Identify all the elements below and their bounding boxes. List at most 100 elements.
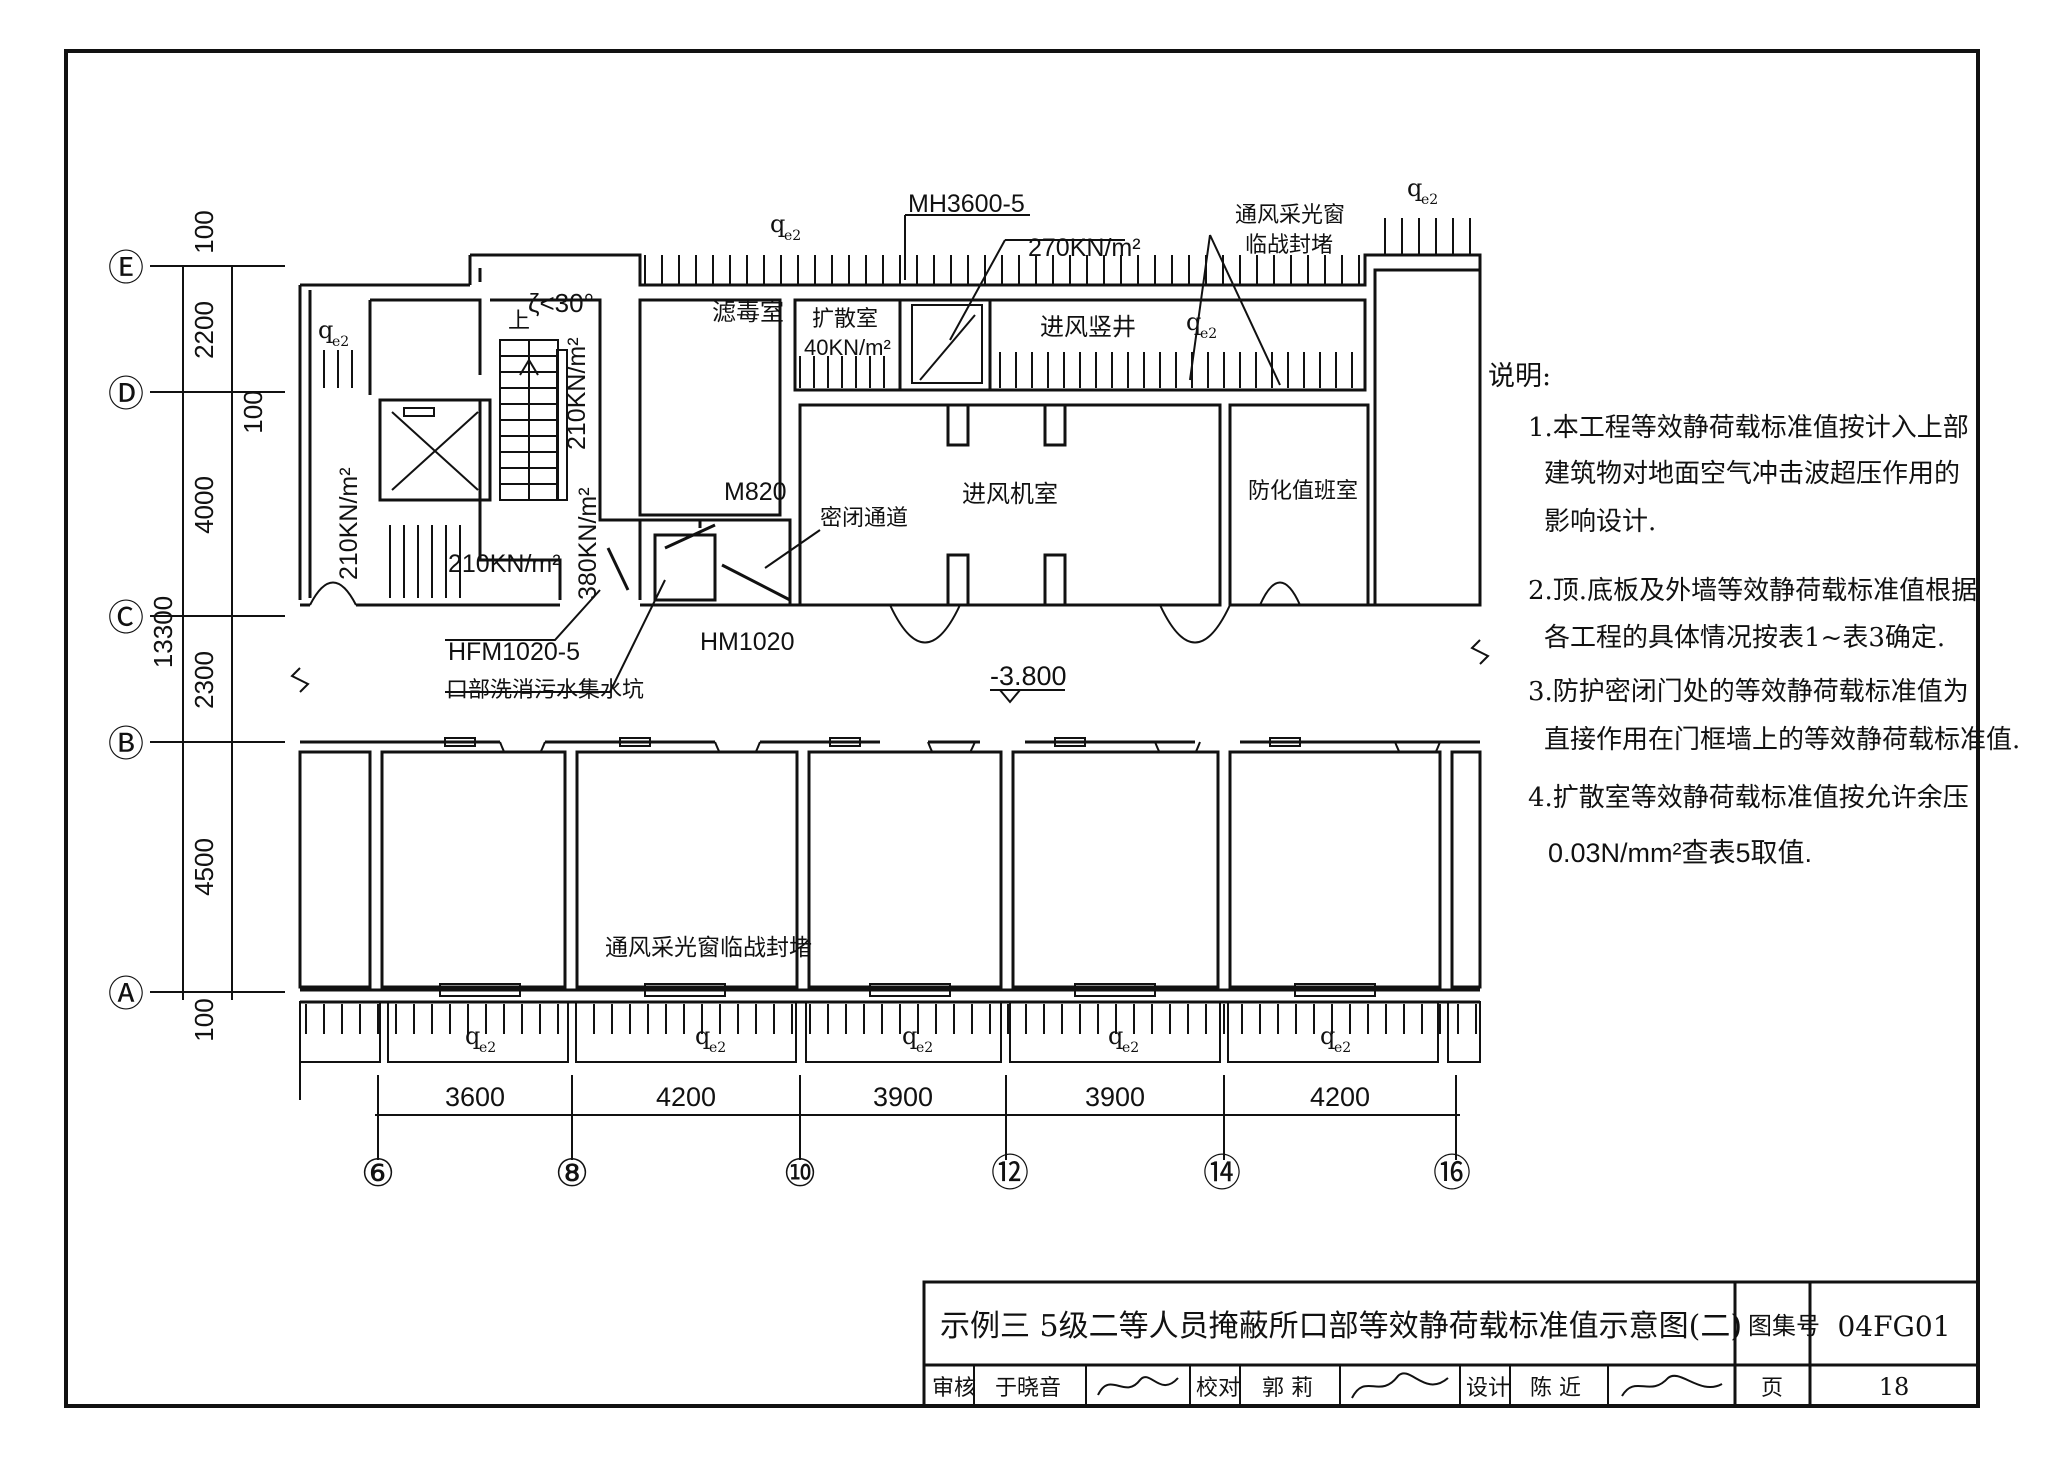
leader-hfm xyxy=(445,589,601,641)
load-symbol-top-1: q e2 xyxy=(770,210,801,244)
load-arrows-misc xyxy=(309,350,461,598)
leader-vent-window xyxy=(1189,234,1281,386)
designer-signature xyxy=(1621,1374,1723,1397)
stair-handrail xyxy=(556,349,568,501)
load-arrows-bottom xyxy=(305,1004,1477,1034)
atlas-number: 04FG01 xyxy=(1837,1310,1950,1343)
load-arrows-shaft xyxy=(799,352,1353,388)
upper-wall-inner xyxy=(308,268,482,598)
leader-airlock xyxy=(764,529,821,569)
filter-room-walls xyxy=(638,298,782,517)
lower-room-0 xyxy=(298,750,372,989)
mh-door-swing xyxy=(919,314,976,381)
intake-room-walls xyxy=(798,403,1222,607)
axis-bubble-E: Ⓔ xyxy=(108,247,144,288)
svg-text:e2: e2 xyxy=(916,1040,933,1056)
intake-column-4 xyxy=(1043,553,1067,607)
axis-bubble-C: Ⓒ xyxy=(108,597,144,638)
svg-text:e2: e2 xyxy=(784,228,801,244)
svg-text:e2: e2 xyxy=(1421,192,1438,208)
note-line-2: 建筑物对地面空气冲击波超压作用的 xyxy=(1544,459,1960,489)
svg-text:q: q xyxy=(695,1022,710,1050)
dim-4500: 4500 xyxy=(189,838,219,896)
axis-bubble-8: ⑧ xyxy=(555,1153,589,1195)
check-label: 校对 xyxy=(1196,1376,1240,1401)
dim-3600: 3600 xyxy=(445,1082,505,1112)
intake-column-3 xyxy=(946,553,970,607)
label-load-380: 380KN/m² xyxy=(574,487,602,600)
label-up: 上 xyxy=(508,309,530,334)
break-line-left xyxy=(290,667,310,693)
lower-room-6 xyxy=(1450,750,1482,989)
label-elevation: -3.800 xyxy=(990,661,1067,691)
note-line-7: 直接作用在门框墙上的等效静荷载标准值. xyxy=(1544,725,2020,755)
title-block: 示例三 5级二等人员掩蔽所口部等效静荷载标准值示意图(二) 图集号 04FG01… xyxy=(922,1280,1980,1408)
label-vent-window-1: 通风采光窗 xyxy=(1235,203,1345,228)
load-symbol-shaft: q e2 xyxy=(1186,308,1217,342)
dim-100-top: 100 xyxy=(189,210,219,253)
svg-text:q: q xyxy=(1108,1022,1123,1050)
axis-bubble-12: ⑫ xyxy=(991,1153,1029,1195)
window-marks-a xyxy=(439,983,1376,997)
label-filter-room: 滤毒室 xyxy=(712,298,784,326)
note-line-6: 3.防护密闭门处的等效静荷载标准值为 xyxy=(1528,677,1969,707)
door-arc-c3 xyxy=(1159,604,1231,644)
note-line-5: 各工程的具体情况按表1~表3确定. xyxy=(1544,623,1945,653)
note-line-1: 1.本工程等效静荷载标准值按计入上部 xyxy=(1528,413,1969,443)
axis-bubble-14: ⑭ xyxy=(1203,1153,1241,1195)
dim-13300: 13300 xyxy=(148,596,178,668)
axis-bubble-10: ⑩ xyxy=(783,1153,817,1195)
note-line-3: 影响设计. xyxy=(1544,507,1656,537)
bottom-dim-ticks xyxy=(377,1075,1457,1160)
title-block-frame xyxy=(922,1280,1980,1408)
load-symbol-top-2: q e2 xyxy=(1407,174,1438,208)
door-arc-c2 xyxy=(889,604,961,644)
label-intake-room: 进风机室 xyxy=(962,480,1058,508)
svg-text:e2: e2 xyxy=(709,1040,726,1056)
label-door-hfm: HFM1020-5 xyxy=(448,638,580,666)
lower-room-1 xyxy=(380,750,567,989)
stair-right-wall xyxy=(490,298,642,600)
hm-door-leaf-a xyxy=(664,523,716,550)
label-airlock: 密闭通道 xyxy=(820,506,908,531)
leader-270 xyxy=(949,239,1125,341)
design-label: 设计 xyxy=(1466,1376,1510,1401)
label-load-210-c: 210KN/m² xyxy=(448,550,561,578)
label-vent-window-2: 临战封堵 xyxy=(1245,233,1333,258)
sump-box xyxy=(653,533,717,602)
dim-4200-a: 4200 xyxy=(656,1082,716,1112)
svg-text:e2: e2 xyxy=(479,1040,496,1056)
door-arc-c4 xyxy=(1259,581,1301,606)
svg-text:q: q xyxy=(465,1022,480,1050)
svg-text:q: q xyxy=(1320,1022,1335,1050)
axis-bubble-A: Ⓐ xyxy=(108,973,144,1014)
stair-walls xyxy=(368,298,562,600)
load-symbol-bottom-2: q e2 xyxy=(695,1022,726,1056)
airlock-walls xyxy=(640,518,792,605)
intake-column-2 xyxy=(1043,403,1067,447)
notes-title: 说明: xyxy=(1488,361,1551,392)
window-marks-b xyxy=(444,737,1301,747)
title-block-lower-cols xyxy=(973,1365,1609,1406)
elevator-door xyxy=(403,407,435,417)
page-number: 18 xyxy=(1879,1373,1910,1401)
door-arc-c1 xyxy=(309,581,357,606)
load-symbol-left: q e2 xyxy=(318,316,349,350)
label-load-210-b: 210KN/m² xyxy=(563,337,591,450)
label-intake-shaft: 进风竖井 xyxy=(1040,313,1136,341)
drawing-title: 示例三 5级二等人员掩蔽所口部等效静荷载标准值示意图(二) xyxy=(940,1309,1742,1344)
shaft-band-walls xyxy=(793,298,1367,392)
floor-plan: Ⓔ Ⓓ Ⓒ Ⓑ Ⓐ 100 2200 100 4000 13300 2300 4… xyxy=(108,174,1490,1195)
label-lower-window: 通风采光窗临战封堵 xyxy=(605,935,812,961)
reviewer-name: 于晓音 xyxy=(995,1376,1061,1401)
right-tower-walls xyxy=(1373,268,1482,607)
note-line-4: 2.顶.底板及外墙等效静荷载标准值根据 xyxy=(1528,576,1977,606)
leader-sump xyxy=(445,579,666,693)
load-symbol-bottom-5: q e2 xyxy=(1320,1022,1351,1056)
mh-door-frame xyxy=(911,304,983,384)
label-load-210-a: 210KN/m² xyxy=(335,467,363,580)
label-diffusion-room-1: 扩散室 xyxy=(812,307,878,332)
checker-signature xyxy=(1351,1372,1449,1399)
reviewer-signature xyxy=(1097,1376,1179,1396)
label-guard-room: 防化值班室 xyxy=(1248,479,1358,504)
